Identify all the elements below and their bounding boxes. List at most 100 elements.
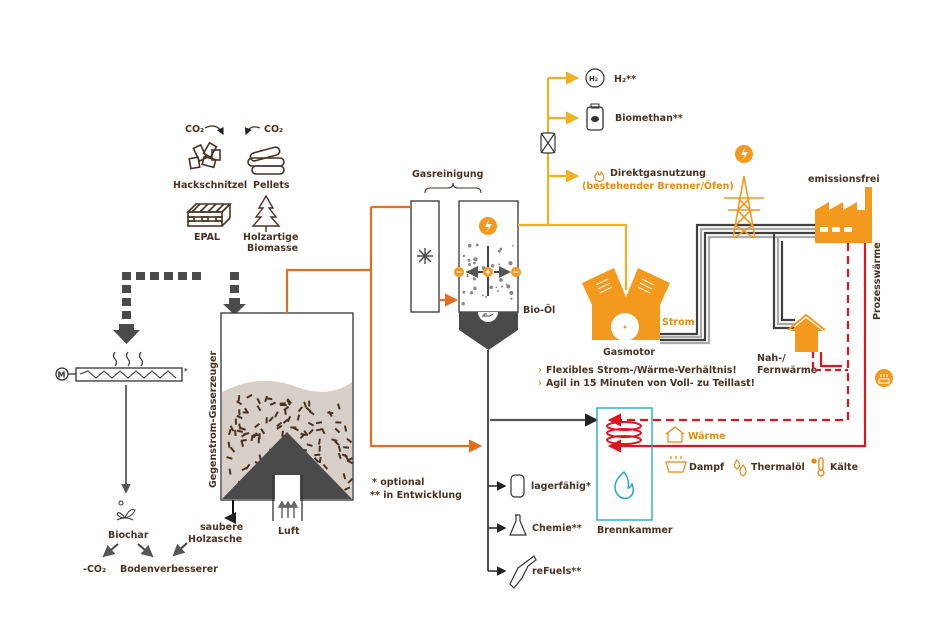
biomass-chip	[335, 421, 342, 424]
power-cables	[660, 223, 815, 345]
gas-cleaning: Gasreinigung Bio-Öl	[410, 169, 555, 350]
wood-chips-icon	[188, 141, 221, 170]
heat-house-icon	[665, 426, 685, 443]
particle	[475, 243, 479, 247]
pellets-icon	[247, 146, 285, 175]
particle	[462, 290, 466, 294]
biomass-chip	[342, 446, 350, 449]
biomass-chip	[238, 409, 241, 416]
biomass-chip	[315, 428, 323, 432]
biomass-chip	[318, 456, 322, 464]
biomass-chip	[333, 440, 340, 446]
biomass-chip	[331, 438, 338, 442]
particle	[497, 290, 499, 292]
cold-thermometer-icon	[811, 457, 825, 477]
biomass-chip	[240, 440, 245, 447]
co2-arrow-left	[204, 125, 224, 136]
heat-coil-icon	[606, 421, 642, 445]
flask-icon	[509, 514, 527, 536]
ash-label-line1: saubere	[200, 522, 243, 533]
biomass-chip	[250, 434, 254, 442]
burner-label: Brennkammer	[597, 525, 673, 536]
biomass-chip	[228, 468, 232, 475]
grate-cone	[222, 432, 352, 499]
biomass-chip	[276, 424, 283, 430]
district-heat-line1: Nah-/	[757, 353, 786, 364]
biomass-chip	[254, 422, 261, 429]
biomass-chip	[266, 397, 273, 401]
pallet-icon	[186, 203, 232, 227]
biomass-chip	[236, 414, 243, 420]
biomass-chip	[276, 421, 283, 428]
particle	[512, 245, 514, 247]
raw-gas-pipes	[285, 205, 483, 453]
biomass-chip	[346, 437, 353, 444]
co2-negative-label: -CO₂	[83, 564, 106, 575]
feedstock-section: CO₂ CO₂ Hackschnitzel Pellets EPAL	[173, 124, 298, 254]
gasifier-label: Gegenstrom-Gaserzeuger	[208, 351, 219, 488]
biomass-chip	[306, 443, 313, 447]
particle	[466, 273, 469, 276]
direct-gas-section: Direktgasnutzung (bestehender Brenner/Öf…	[582, 168, 734, 192]
biomass-chip	[343, 425, 348, 432]
biomethane-section: Biomethan**	[586, 103, 683, 131]
biomass-chip	[308, 400, 311, 407]
strom-label: Strom	[662, 317, 695, 328]
house-icon	[787, 313, 826, 352]
biomass-chip	[229, 446, 236, 453]
biomass-chip	[234, 429, 237, 436]
biomass-chip	[286, 399, 291, 406]
fuel-nozzle-icon	[509, 555, 537, 589]
bio-oil-line	[487, 350, 599, 576]
motor-label: M	[58, 371, 66, 380]
co2-arrow-right	[244, 126, 261, 136]
particle	[469, 291, 474, 295]
bullet-chevron-icon: ›	[538, 365, 542, 376]
biomass-chip	[308, 428, 314, 435]
screw-conveyor	[75, 367, 183, 382]
biomass-chip	[234, 418, 237, 425]
biomass-chip	[342, 473, 347, 480]
biomass-chip	[229, 425, 235, 432]
biomass-chip	[269, 401, 277, 406]
particle	[461, 302, 465, 306]
particle	[508, 261, 513, 266]
steam-bath-icon	[665, 456, 687, 473]
heat-lines	[607, 243, 867, 453]
biomass-chip	[303, 430, 309, 437]
particle	[490, 264, 495, 268]
biomass-chip	[341, 453, 348, 458]
particle	[472, 277, 476, 281]
biomass-chip	[347, 478, 354, 484]
biomass-chip	[243, 432, 250, 436]
oil-product-storage: lagerfähig*	[531, 481, 591, 492]
clean-gas-lines	[518, 71, 628, 290]
biomass-chip	[337, 452, 342, 460]
biomass-chip	[260, 428, 266, 435]
oil-drops-icon	[733, 459, 747, 477]
burner-chamber: Brennkammer	[596, 407, 673, 536]
bullet-2: Agil in 15 Minuten von Voll- zu Teillast…	[546, 378, 755, 389]
biomass-chip	[282, 418, 289, 424]
biomass-chip	[236, 400, 243, 406]
biomass-chip	[308, 410, 315, 416]
tree-icon	[251, 194, 281, 232]
brace	[424, 182, 482, 194]
screw-asterisk: *	[184, 367, 188, 375]
factory-label: emissionsfrei	[808, 174, 880, 185]
biomass-chip	[297, 406, 304, 413]
feedstock-label-holzartige: Holzartige	[243, 232, 298, 243]
leaf-icon	[591, 116, 599, 122]
heat-use-cold: Kälte	[830, 462, 858, 473]
biomass-chip	[253, 433, 260, 437]
oil-can-icon	[482, 313, 494, 317]
biochar-section: Biochar -CO₂ Bodenverbesserer	[83, 500, 218, 575]
bullet-chevron-icon: ›	[538, 378, 542, 389]
factory-icon	[815, 187, 872, 243]
biomass-chip	[290, 426, 297, 429]
particle	[467, 263, 472, 267]
particle	[462, 254, 466, 258]
air-label: Luft	[278, 526, 300, 537]
ash-label-line2: Holzasche	[188, 534, 242, 545]
district-heat-line2: Fernwärme	[757, 365, 817, 376]
